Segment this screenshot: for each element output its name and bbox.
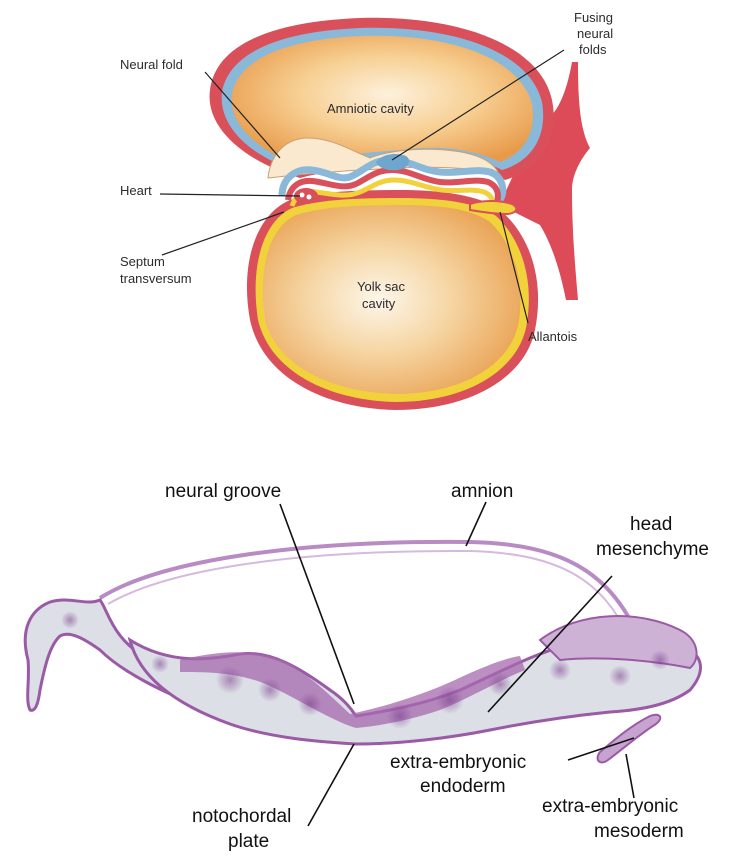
label-extra-embryonic-endoderm-1: extra-embryonic xyxy=(390,752,526,773)
label-yolk-sac-cavity-2: cavity xyxy=(362,296,396,311)
label-extra-embryonic-endoderm-2: endoderm xyxy=(420,776,506,797)
top-embryo-diagram: Neural fold Fusing neural folds Amniotic… xyxy=(120,10,613,410)
label-extra-embryonic-mesoderm-1: extra-embryonic xyxy=(542,796,678,817)
leader-amnion xyxy=(466,502,486,546)
leader-notochordal-plate xyxy=(308,744,354,826)
label-septum-transversum-2: transversum xyxy=(120,271,192,286)
label-fusing-neural-folds-3: folds xyxy=(579,42,607,57)
label-heart: Heart xyxy=(120,183,152,198)
label-head-mesenchyme-1: head xyxy=(630,514,672,535)
label-head-mesenchyme-2: mesenchyme xyxy=(596,539,709,560)
label-septum-transversum-1: Septum xyxy=(120,254,165,269)
bottom-micrograph: neural groove amnion head mesenchyme ext… xyxy=(25,481,709,852)
amnion-membrane xyxy=(100,542,640,640)
allantois-shape xyxy=(470,201,516,214)
label-amnion: amnion xyxy=(451,481,513,502)
leader-extra-embryonic-mesoderm xyxy=(626,754,634,798)
label-amniotic-cavity: Amniotic cavity xyxy=(327,101,414,116)
label-notochordal-plate-1: notochordal xyxy=(192,806,291,827)
label-fusing-neural-folds-2: neural xyxy=(577,26,613,41)
label-neural-fold: Neural fold xyxy=(120,57,183,72)
label-yolk-sac-cavity-1: Yolk sac xyxy=(357,279,405,294)
label-fusing-neural-folds-1: Fusing xyxy=(574,10,613,25)
extra-embryonic-mesoderm-strand xyxy=(598,715,661,763)
label-extra-embryonic-mesoderm-2: mesoderm xyxy=(594,821,684,842)
label-neural-groove: neural groove xyxy=(165,481,281,502)
label-notochordal-plate-2: plate xyxy=(228,831,269,852)
label-allantois: Allantois xyxy=(528,329,578,344)
